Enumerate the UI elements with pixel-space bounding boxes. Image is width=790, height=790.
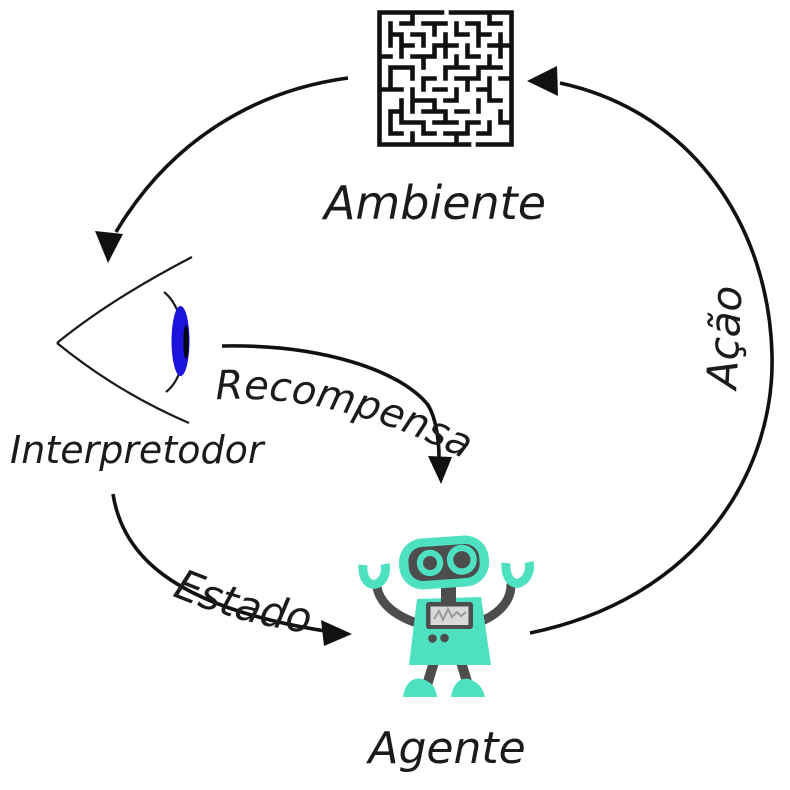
robot-button-left bbox=[428, 634, 437, 643]
reward-arrow bbox=[221, 344, 452, 484]
maze-icon bbox=[377, 10, 514, 147]
state-label: Estado bbox=[168, 559, 315, 643]
action-label: Ação bbox=[697, 284, 751, 393]
observation-arrowhead-icon bbox=[95, 231, 123, 263]
observation-arrow bbox=[95, 76, 349, 263]
eye-pupil-shadow bbox=[183, 325, 189, 359]
eye-iris bbox=[171, 306, 190, 376]
interpreter-label: Interpretodor bbox=[10, 428, 266, 472]
state-arrowhead-icon bbox=[321, 620, 352, 646]
maze-walls bbox=[377, 10, 514, 147]
robot-left-foot bbox=[403, 678, 437, 697]
eye-upper-lash bbox=[56, 256, 193, 344]
eye-lower-lash bbox=[56, 342, 190, 425]
robot-left-arm bbox=[372, 582, 419, 627]
eye-icon bbox=[56, 256, 193, 425]
reward-arrowhead-icon bbox=[428, 456, 452, 484]
agent-label: Agente bbox=[365, 723, 525, 774]
robot-button-right bbox=[440, 633, 449, 643]
robot-right-foot bbox=[451, 678, 485, 697]
environment-label: Ambiente bbox=[321, 176, 546, 230]
robot-left-hand bbox=[358, 563, 390, 589]
robot-head bbox=[398, 535, 490, 590]
robot-icon bbox=[358, 535, 534, 697]
robot-right-hand bbox=[501, 561, 534, 588]
action-arrow bbox=[527, 66, 774, 635]
robot-waveform bbox=[433, 606, 467, 623]
robot-left-leg bbox=[422, 660, 439, 687]
robot-right-arm bbox=[479, 580, 516, 625]
state-arrow bbox=[111, 493, 352, 646]
action-arrowhead-icon bbox=[527, 66, 558, 96]
